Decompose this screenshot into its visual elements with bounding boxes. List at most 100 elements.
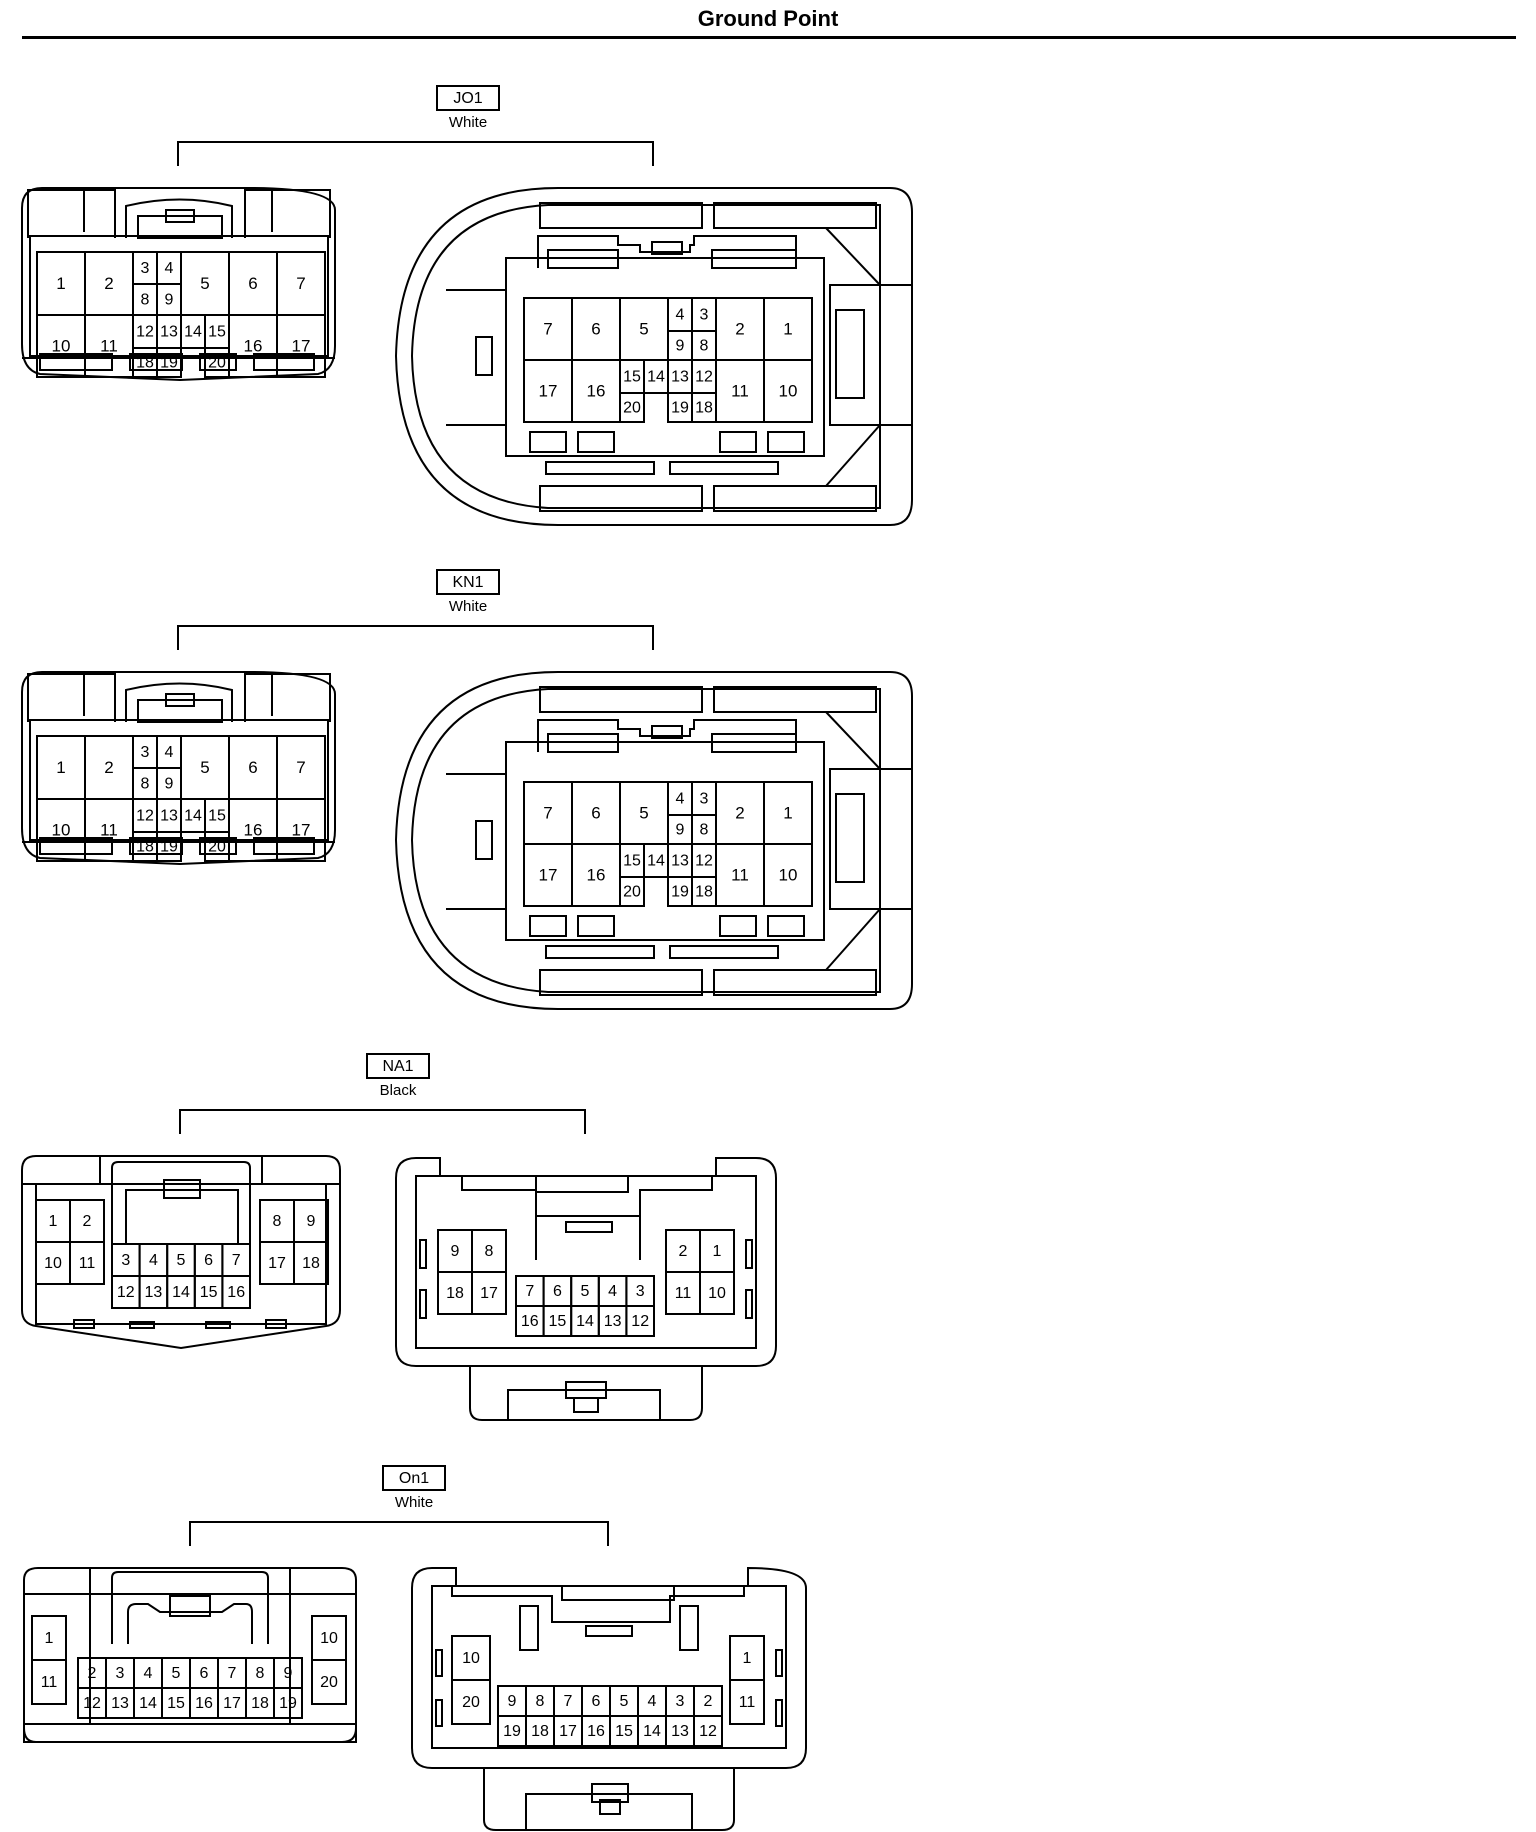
connector-color: White (449, 598, 487, 615)
pin-cell (273, 1687, 303, 1719)
housing-detail (435, 1699, 443, 1727)
pin-number: 15 (615, 1723, 633, 1740)
pin-number: 13 (604, 1313, 622, 1330)
pin-number: 1 (49, 1213, 58, 1230)
pin-number: 2 (704, 1693, 713, 1710)
pin-number: 11 (739, 1694, 756, 1711)
connector-code-box (366, 1053, 430, 1079)
lock-tab (537, 235, 797, 268)
housing-detail (199, 837, 237, 855)
pin-number: 3 (141, 744, 150, 761)
pin-number: 10 (708, 1285, 726, 1302)
pin-number: 9 (165, 776, 174, 793)
connector-code-box (382, 1465, 446, 1491)
housing-detail (547, 249, 619, 269)
lock-tab (537, 719, 797, 752)
connector-code: KN1 (452, 574, 483, 591)
pin-number: 6 (200, 1665, 209, 1682)
pin-number: 2 (735, 803, 744, 822)
pin-number: 20 (623, 400, 641, 417)
pin-number: 1 (713, 1243, 722, 1260)
housing-detail (775, 1699, 783, 1727)
lock-tab (591, 1783, 629, 1803)
pin-number: 16 (195, 1695, 213, 1712)
pin-number: 17 (539, 381, 558, 400)
pin-number: 8 (141, 292, 150, 309)
housing-detail (419, 1239, 427, 1269)
pin-number: 19 (671, 884, 689, 901)
pin-number: 11 (731, 381, 749, 400)
housing-detail (545, 461, 655, 475)
housing-detail (539, 202, 703, 229)
pin-number: 6 (248, 274, 257, 293)
housing-detail (713, 485, 877, 512)
housing-detail (775, 1649, 783, 1677)
lock-tab (599, 1799, 621, 1815)
pin-number: 4 (149, 1252, 158, 1269)
pin-number: 9 (284, 1665, 293, 1682)
housing-outline (410, 688, 881, 993)
key-slot (475, 820, 493, 860)
housing-detail (711, 249, 797, 269)
pin-number: 17 (268, 1255, 286, 1272)
pin-number: 2 (735, 319, 744, 338)
housing-detail (835, 793, 865, 883)
pin-number: 13 (160, 324, 178, 341)
pin-cell (293, 1241, 329, 1285)
housing-outline (261, 1156, 340, 1185)
housing-detail (547, 733, 619, 753)
housing-detail (29, 235, 329, 357)
pin-number: 9 (508, 1693, 517, 1710)
housing-detail (829, 768, 913, 910)
housing-detail (719, 431, 757, 453)
pin-number: 8 (700, 338, 709, 355)
housing-detail (745, 1289, 753, 1319)
lock-tab (565, 1221, 613, 1233)
pin-number: 13 (111, 1695, 129, 1712)
pin-number: 1 (783, 803, 792, 822)
pin-number: 10 (52, 820, 71, 839)
housing-outline (410, 204, 881, 509)
pin-number: 18 (695, 884, 713, 901)
lock-tab (169, 1595, 211, 1617)
pin-number: 6 (248, 758, 257, 777)
pin-number: 3 (700, 791, 709, 808)
pin-number: 9 (676, 338, 685, 355)
pin-number: 14 (184, 324, 202, 341)
housing-detail (767, 915, 805, 937)
pin-number: 7 (232, 1252, 241, 1269)
pin-number: 19 (160, 355, 178, 372)
housing-detail (205, 1321, 231, 1329)
pin-cell (221, 1275, 251, 1309)
pin-number: 15 (167, 1695, 185, 1712)
housing-detail (505, 257, 825, 457)
pin-cell (691, 876, 717, 907)
pin-number: 12 (136, 324, 154, 341)
pin-number: 20 (623, 884, 641, 901)
pin-number: 1 (56, 274, 65, 293)
bracket-line (179, 1109, 586, 1134)
housing-detail (415, 1175, 757, 1349)
lock-tab (137, 215, 223, 239)
housing-detail (577, 915, 615, 937)
pin-number: 10 (779, 865, 798, 884)
pin-number: 10 (320, 1630, 338, 1647)
pin-number: 3 (676, 1693, 685, 1710)
pin-cell (763, 843, 813, 907)
pin-number: 12 (136, 808, 154, 825)
pin-number: 14 (576, 1313, 594, 1330)
pin-number: 5 (581, 1283, 590, 1300)
pin-number: 16 (244, 820, 263, 839)
pin-number: 4 (165, 260, 174, 277)
housing-detail (669, 945, 779, 959)
housing-detail (835, 309, 865, 399)
housing-detail (745, 1239, 753, 1269)
pin-number: 18 (531, 1723, 549, 1740)
pin-number: 13 (671, 1723, 689, 1740)
pin-number: 10 (52, 336, 71, 355)
pin-cell (691, 392, 717, 423)
housing-detail (713, 202, 877, 229)
